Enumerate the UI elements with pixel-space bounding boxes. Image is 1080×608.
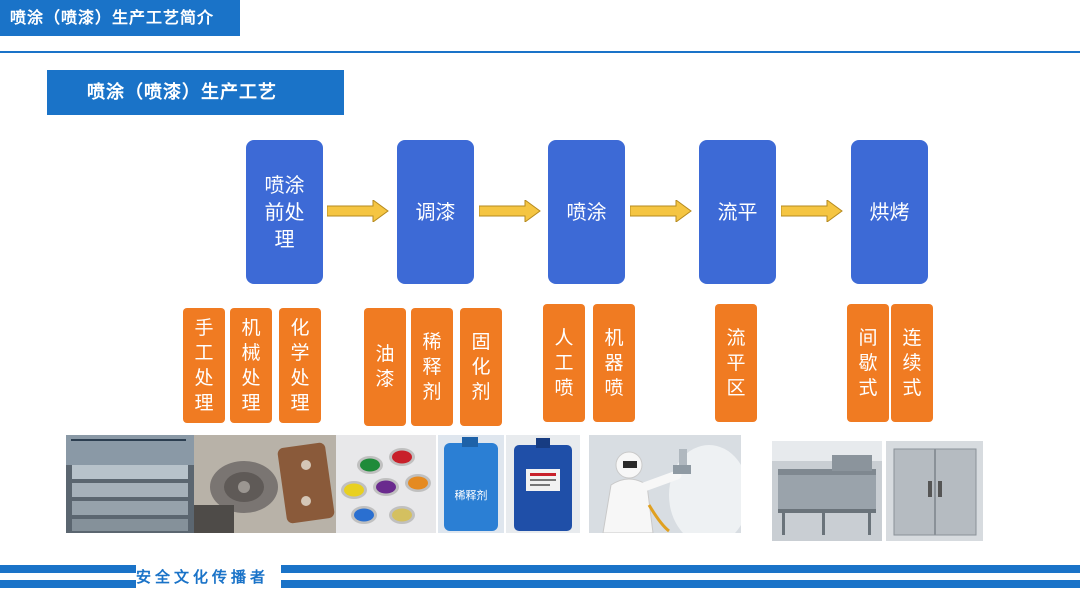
sub-label: 间歇式 (858, 326, 878, 399)
sub-label: 油漆 (375, 343, 395, 390)
footer-stripe-top (0, 565, 1080, 573)
sub-label: 人工喷 (554, 326, 574, 399)
sub-manual-treatment: 手工处理 (183, 308, 225, 423)
angle-grinder-photo (194, 435, 336, 533)
sub-manual-spray: 人工喷 (543, 304, 585, 422)
continuous-oven-line-photo (772, 441, 882, 541)
spray-painting-worker-photo (589, 435, 741, 533)
step-label: 喷涂 (566, 199, 607, 224)
section-title: 喷涂（喷漆）生产工艺 (47, 70, 344, 115)
paint-cans-photo (336, 435, 436, 533)
step-leveling: 流平 (699, 140, 776, 284)
sub-machine-spray: 机器喷 (593, 304, 635, 422)
sub-chemical-treatment: 化学处理 (279, 308, 321, 423)
top-divider (0, 51, 1080, 53)
sub-label: 手工处理 (194, 316, 214, 414)
arrow-right-icon (327, 200, 389, 222)
sub-label: 机械处理 (241, 316, 261, 414)
sub-hardener: 固化剂 (460, 308, 502, 426)
pretreatment-tanks-photo (66, 435, 194, 533)
top-tab-title: 喷涂（喷漆）生产工艺简介 (0, 0, 240, 36)
step-label: 流平 (717, 199, 758, 224)
sub-label: 流平区 (726, 326, 746, 399)
sub-mechanical-treatment: 机械处理 (230, 308, 272, 423)
sub-label: 连续式 (902, 326, 922, 399)
step-label: 烘烤 (869, 199, 910, 224)
sub-paint: 油漆 (364, 308, 406, 426)
diluent-label: 稀释剂 (454, 489, 488, 502)
sub-diluent: 稀释剂 (411, 308, 453, 426)
step-paint-mixing: 调漆 (397, 140, 474, 284)
step-baking: 烘烤 (851, 140, 928, 284)
sub-label: 固化剂 (471, 330, 491, 403)
sub-continuous-oven: 连续式 (891, 304, 933, 422)
footer-stripe-bottom (0, 580, 1080, 588)
arrow-right-icon (479, 200, 541, 222)
sub-label: 稀释剂 (422, 330, 442, 403)
step-label: 喷涂前处理 (264, 172, 305, 251)
hardener-canister-photo (506, 435, 580, 533)
arrow-right-icon (630, 200, 692, 222)
arrow-right-icon (781, 200, 843, 222)
step-spraying: 喷涂 (548, 140, 625, 284)
step-pretreatment: 喷涂前处理 (246, 140, 323, 284)
step-label: 调漆 (415, 199, 456, 224)
batch-oven-photo (886, 441, 983, 541)
sub-label: 化学处理 (290, 316, 310, 414)
sub-batch-oven: 间歇式 (847, 304, 889, 422)
sub-leveling-zone: 流平区 (715, 304, 757, 422)
diluent-canister-photo: 稀释剂 (438, 435, 504, 533)
canister-cap (462, 437, 478, 447)
sub-label: 机器喷 (604, 326, 624, 399)
canister-body (444, 443, 498, 531)
footer-slogan: 安全文化传播者 (136, 561, 281, 593)
